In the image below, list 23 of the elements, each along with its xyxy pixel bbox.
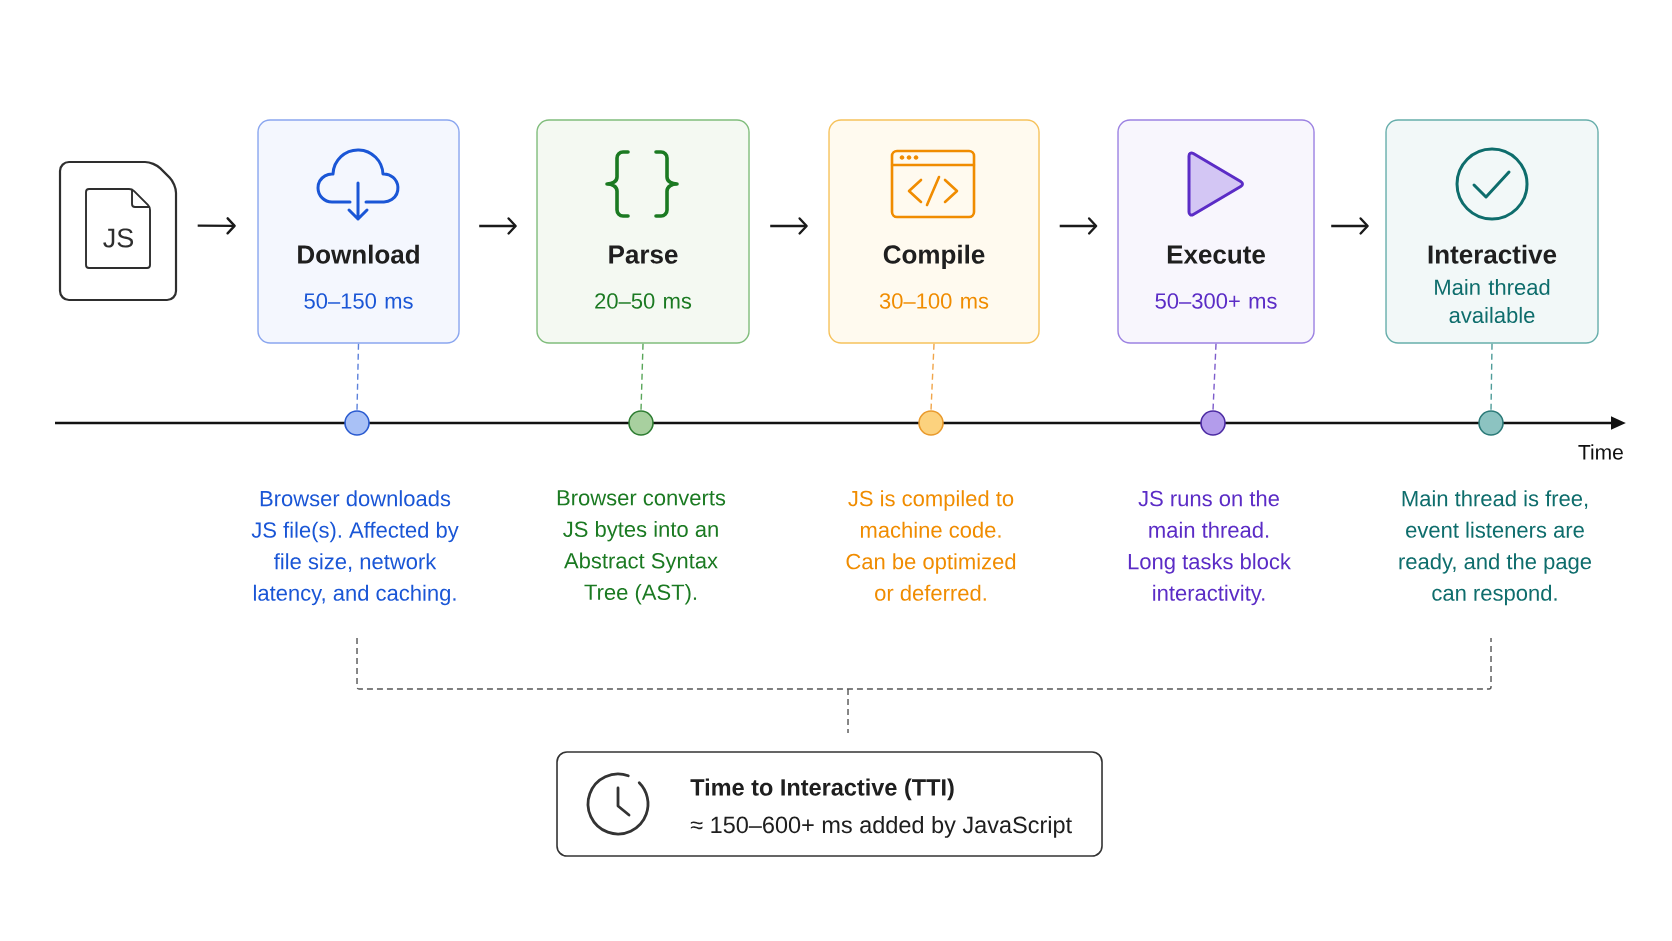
arrow: [1059, 217, 1098, 235]
arrow: [770, 217, 808, 235]
stage-box: Parse 20–50 ms: [536, 119, 750, 344]
arrow: [197, 217, 236, 235]
leader-line: [1212, 343, 1217, 411]
axis-label: Time: [1578, 444, 1623, 460]
leader-line: [930, 343, 935, 411]
leader-line: [640, 343, 644, 411]
description-text: Browser converts JS bytes into an Abstract Syntax Tree (AST).: [557, 490, 726, 605]
description-text: Main thread is free, event listeners are ready, and the page can respond.: [1399, 490, 1592, 606]
leader-line: [1490, 343, 1493, 411]
description-text: JS is compiled to machine code. Can be optimized or deferred.: [846, 490, 1016, 601]
description-text: Browser downloads JS file(s). Affected by file size, network latency, and caching.: [251, 490, 459, 606]
file-card: JS: [58, 160, 178, 302]
description-text: JS runs on the main thread. Long tasks block interactivity.: [1128, 490, 1291, 606]
stage-box: Interactive Main thread available: [1385, 119, 1599, 344]
stage-box: Compile 30–100 ms: [828, 119, 1040, 344]
arrow: [479, 217, 517, 235]
summary-box: Time to Interactive (TTI) ≈ 150–600+ ms added by JavaScript: [556, 751, 1103, 857]
leader-line: [356, 343, 360, 411]
stage-box: Execute 50–300+ ms: [1117, 119, 1315, 344]
stage-box: Download 50–150 ms: [257, 119, 460, 344]
arrow: [1331, 217, 1369, 235]
